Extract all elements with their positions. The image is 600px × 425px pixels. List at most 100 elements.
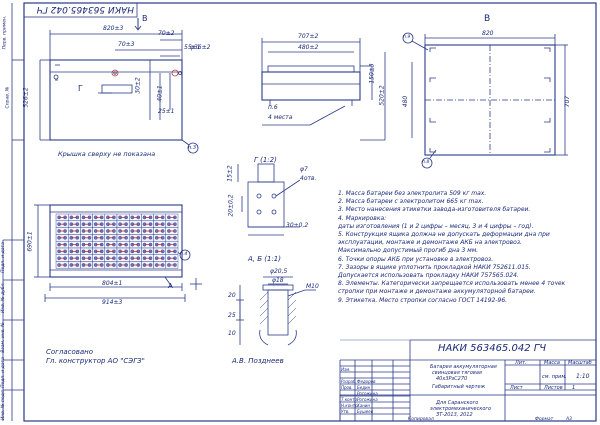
- section-g-title: Г (1:2): [254, 156, 277, 164]
- dim-55: 55±1: [184, 44, 201, 51]
- main-designation: НАКИ 563465.042 ГЧ: [438, 343, 547, 354]
- note-5b: эксплуатации, монтаже и демонтаже АКБ на…: [338, 239, 522, 247]
- tb-name-2: свинцовая тяговая: [432, 370, 482, 376]
- tb-role-5: Н.контр.: [341, 403, 359, 408]
- approval-name: А.В. Позднеев: [232, 357, 284, 365]
- side-label-ref: Справ. №: [5, 86, 11, 109]
- tb-lit: Лит.: [515, 360, 527, 366]
- note-5c: Максимально допустимый прогиб дна 3 мм.: [338, 247, 479, 255]
- side-label-podl: Инв. № подл.: [1, 388, 7, 421]
- tb-scale: Масштаб: [568, 360, 592, 366]
- dim-g-20: 20±0,2: [227, 194, 235, 217]
- note-2: 2. Масса батареи с электролитом 665 кг m…: [338, 198, 484, 206]
- dim-150: 150±3: [368, 63, 376, 84]
- side-label-first-use: Перв. примен.: [2, 15, 8, 50]
- note-9: 9. Этикетка. Место стропки согласно ГОСТ…: [338, 296, 508, 304]
- dim-g-holes: 4отв.: [300, 175, 317, 182]
- tb-org-1: Для Саранского: [436, 400, 479, 406]
- tb-name-person-1: Федоров: [357, 379, 376, 384]
- tb-name-4: Габаритный чертеж: [432, 384, 486, 390]
- cut-a-label: А: [168, 282, 173, 290]
- tb-role-2: Разраб.: [341, 379, 357, 384]
- view-b-label: В: [484, 14, 491, 24]
- dim-480-right: 480: [402, 95, 410, 108]
- note-8: 8. Элементы. Категорически запрещается и…: [338, 280, 566, 288]
- tb-org-3: ЗТ-2013, 2012: [436, 412, 473, 418]
- tb-name-person-5: Ханин: [357, 403, 371, 408]
- note-4b: даты изготовления (1 и 2 цифры – месяц, …: [338, 222, 534, 230]
- tb-name-3: 40х3РзС270: [436, 376, 468, 382]
- tb-name-person-6: Бушеев: [357, 409, 374, 414]
- dim-520: 520±2: [378, 85, 386, 106]
- tb-mass: Масса: [544, 360, 560, 366]
- dim-ab-18: φ18: [272, 277, 284, 284]
- side-label-sign-1: Подп. и дата: [0, 242, 6, 273]
- tb-role-6: Утв.: [341, 409, 350, 414]
- tb-format-val: А3: [566, 417, 572, 422]
- note-6: 6. Точки опоры АКБ при установке в элект…: [338, 255, 494, 263]
- callout-p4: п.4: [180, 252, 188, 257]
- arrow-b-label: B: [142, 14, 148, 23]
- note-5: 5. Конструкция ящика должна не допускать…: [338, 231, 550, 239]
- dim-25: 25±1: [158, 108, 175, 115]
- tb-org-2: электромеханического: [430, 406, 492, 412]
- lid-caption: Крышка сверху не показана: [58, 150, 156, 158]
- dim-804: 804±1: [102, 280, 123, 287]
- callout-p3: п.3: [188, 145, 197, 151]
- dim-g-7: φ7: [300, 166, 308, 173]
- side-label-vzam: Взам. инв. №: [0, 322, 6, 353]
- dim-ab-25: 25: [228, 312, 236, 319]
- tb-format: Формат: [535, 417, 554, 422]
- tb-role-1: Изм.: [341, 367, 351, 372]
- dim-g-30: 30±0,2: [286, 222, 309, 229]
- section-ab-title: А, Б (1:1): [248, 255, 281, 263]
- dim-ab-205: φ20,5: [270, 268, 288, 275]
- note-3: 3. Место нанесения этикетки завода-изгот…: [338, 206, 531, 214]
- dim-914: 914±3: [102, 299, 123, 306]
- tb-copied: Копировал: [408, 417, 434, 422]
- callout-p6: п.6: [268, 104, 278, 111]
- dim-480: 480±2: [298, 44, 319, 51]
- dim-70b: 70±2: [158, 30, 175, 37]
- tb-sheets: Листов: [544, 385, 563, 391]
- dim-36-label: φ36±2: [190, 44, 211, 51]
- approval-agreed: Согласовано: [46, 348, 94, 356]
- dim-820-right: 820: [482, 30, 494, 37]
- tb-sheet: Лист: [510, 385, 523, 391]
- tb-scale-val: 1:10: [576, 373, 590, 380]
- callout-p9: п.9: [403, 35, 411, 40]
- callout-places: 4 места: [268, 114, 293, 121]
- dim-526: 526±2: [22, 87, 30, 108]
- note-1: 1. Масса батареи без электролита 509 кг …: [338, 190, 487, 197]
- note-8b: стропки при монтаже и демонтаже аккумуля…: [338, 288, 536, 296]
- dim-70: 70±3: [118, 41, 135, 48]
- stamp-top: НАКИ 563465.042 ГЧ: [36, 4, 134, 14]
- tb-role-4: Т.контр.: [341, 397, 359, 402]
- approval-position: Гл. конструктор АО "СЭГЗ": [46, 357, 145, 365]
- note-7b: Допускается использовать прокладку НАКИ …: [338, 272, 519, 280]
- dim-ab-m10: M10: [306, 283, 319, 290]
- tb-mass-val: см. прим.: [542, 374, 567, 380]
- tb-name-person-2: Бедин: [357, 385, 371, 390]
- dim-40: 40±1: [156, 85, 164, 102]
- view-g-label: Г: [78, 84, 83, 93]
- dim-707: 707±2: [298, 33, 319, 40]
- note-7: 7. Зазоры в ящике уплотнить прокладкой Н…: [338, 263, 531, 271]
- tb-sheets-val: 1: [572, 385, 576, 391]
- dim-690: 690±1: [26, 231, 34, 252]
- tb-name-person-4: Рогожина: [357, 397, 378, 402]
- tb-name-person-3: Рогожина: [357, 391, 378, 396]
- tb-role-3: Пров.: [341, 385, 353, 390]
- dim-g-15: 15±2: [226, 165, 234, 182]
- dim-707-right: 707: [564, 95, 572, 108]
- dim-820: 820±3: [103, 25, 124, 32]
- dim-ab-10: 10: [228, 330, 236, 337]
- tb-name-1: Батарея аккумуляторная: [430, 364, 497, 370]
- note-4: 4. Маркировка:: [338, 214, 387, 222]
- callout-p8: п.8: [422, 160, 430, 165]
- notes-block: 1. Масса батареи без электролита 509 кг …: [338, 190, 596, 305]
- side-label-dubl: Инв. № дубл.: [0, 282, 6, 313]
- dim-30: 30±2: [134, 77, 142, 94]
